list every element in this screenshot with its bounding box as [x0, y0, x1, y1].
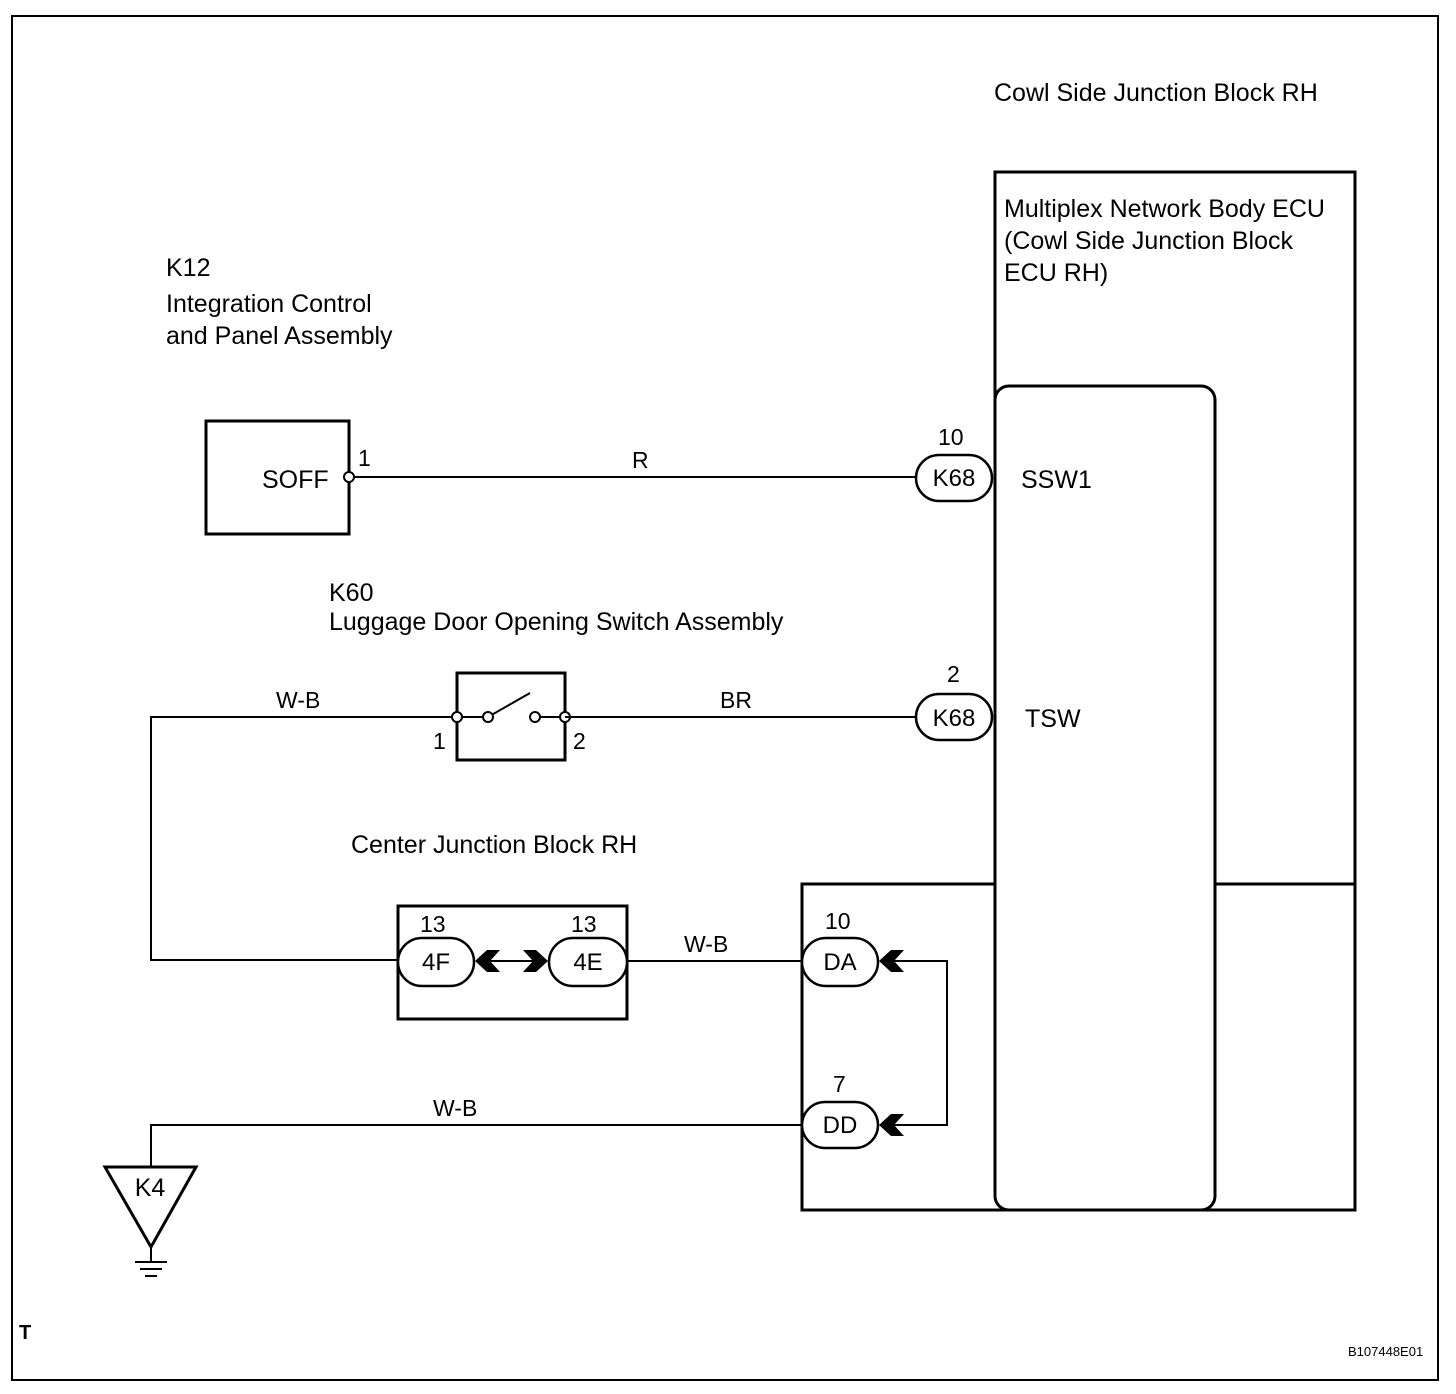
- k68-tsw-connector: [914, 692, 994, 742]
- k60-pin1-terminal: [451, 711, 463, 723]
- cda-terminal-marker: [879, 950, 904, 972]
- cda-pin: 10: [825, 908, 851, 934]
- c4e-label: 4E: [573, 949, 602, 976]
- ecu-label-line1: Multiplex Network Body ECU: [1004, 195, 1325, 223]
- cowl-junction-block-label: Cowl Side Junction Block RH: [994, 79, 1318, 107]
- c4f-terminal-marker: [475, 950, 500, 972]
- k68-tsw-pin: 2: [947, 661, 960, 687]
- k12-pin-1: 1: [358, 445, 371, 471]
- k12-code: K12: [166, 254, 210, 282]
- k60-code: K60: [329, 579, 373, 607]
- k12-name-line2: and Panel Assembly: [166, 322, 393, 350]
- k60-name: Luggage Door Opening Switch Assembly: [329, 608, 784, 636]
- k12-pin1-terminal: [343, 471, 355, 483]
- figure-id: B107448E01: [1348, 1344, 1423, 1359]
- ecu-terminal-ssw1: SSW1: [1021, 466, 1092, 494]
- wire-r-color: R: [632, 447, 649, 473]
- k68-ssw1-connector: [914, 453, 994, 503]
- c4e-pin: 13: [571, 911, 597, 937]
- c4f-connector: [396, 936, 476, 988]
- k4-ground-label: K4: [135, 1174, 166, 1202]
- ecu-label-line2: (Cowl Side Junction Block: [1004, 227, 1294, 255]
- cda-connector: [800, 936, 880, 988]
- diagram-frame: [11, 15, 1439, 1381]
- k12-terminal-soff: SOFF: [262, 466, 329, 494]
- switch-contact-right: [529, 711, 541, 723]
- cdd-label: DD: [823, 1112, 858, 1139]
- k68-ssw1-label: K68: [933, 465, 976, 492]
- c4f-pin: 13: [420, 911, 446, 937]
- wire-br-color: BR: [720, 687, 752, 713]
- switch-contact-left: [482, 711, 494, 723]
- ecu-terminal-tsw: TSW: [1025, 705, 1081, 733]
- ecu-inner-box: [993, 384, 1217, 1212]
- k68-tsw-label: K68: [933, 705, 976, 732]
- k12-name-line1: Integration Control: [166, 290, 372, 318]
- footer-left-mark: T: [19, 1322, 31, 1344]
- wire-wb-ground-color: W-B: [433, 1095, 477, 1121]
- c4f-label: 4F: [422, 949, 450, 976]
- center-junction-block-label: Center Junction Block RH: [351, 831, 637, 859]
- c4e-terminal-marker: [523, 950, 548, 972]
- cda-label: DA: [823, 949, 856, 976]
- wire-wb-ground: [150, 1124, 802, 1167]
- k60-pin-2: 2: [573, 728, 586, 754]
- wire-wb-cjb-color: W-B: [684, 931, 728, 957]
- k68-ssw1-pin: 10: [938, 424, 964, 450]
- k60-pin-1: 1: [433, 728, 446, 754]
- wire-wb-switch-left-color: W-B: [276, 687, 320, 713]
- wire-wb-switch-left: [150, 716, 457, 961]
- ecu-label-line3: ECU RH): [1004, 259, 1108, 287]
- switch-contact-blade: [487, 692, 531, 718]
- cdd-terminal-marker: [879, 1114, 904, 1136]
- k4-ground-point: [102, 1165, 199, 1251]
- da-dd-internal-link: [894, 960, 948, 1126]
- cdd-pin: 7: [833, 1071, 846, 1097]
